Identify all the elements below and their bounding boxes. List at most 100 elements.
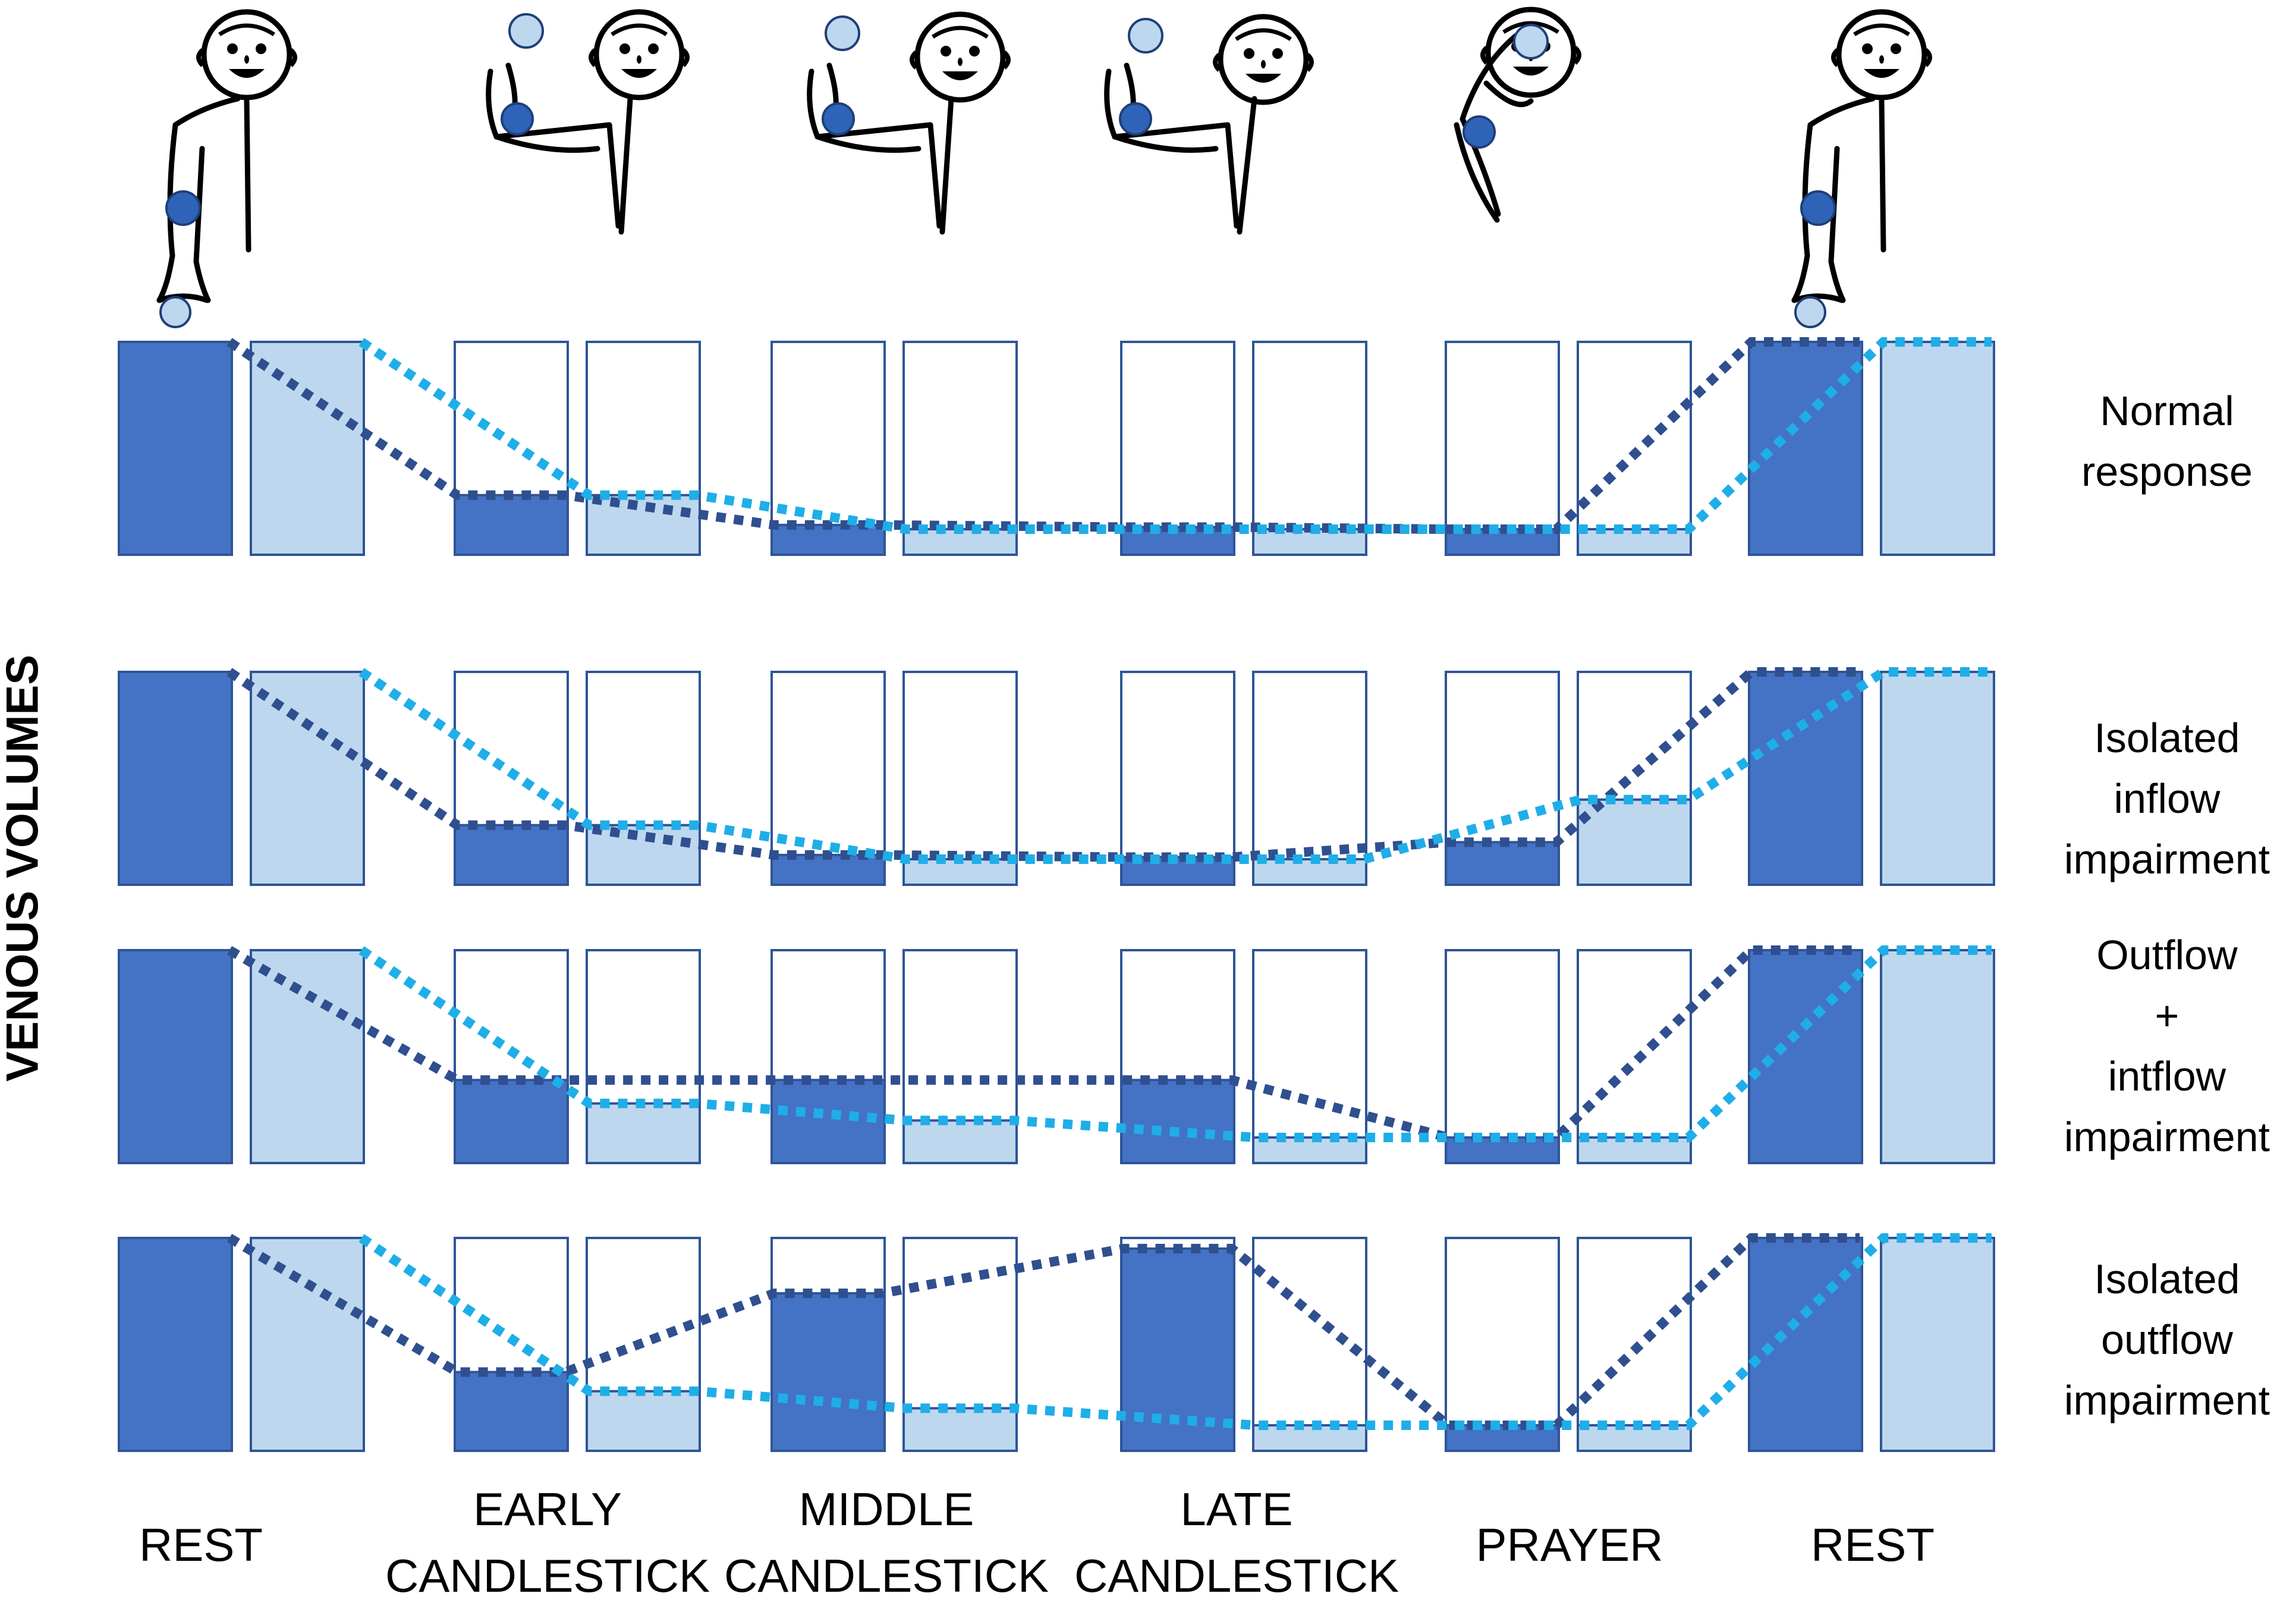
outflow-box [1120,671,1235,886]
stage-label-6: REST [1688,1511,2057,1578]
light-volume-fill [586,824,701,887]
stage-column [1120,671,1367,887]
hair-icon [1853,23,1910,36]
outflow-trend-line [227,1233,1860,1431]
row-label-line: inflow [2113,775,2220,822]
body-line [1454,122,1500,223]
arm-inner-line [1828,146,1846,303]
dark-volume-fill [118,949,233,1164]
dark-volume-fill [1120,1079,1235,1164]
stage-column [1748,949,1995,1164]
dark-volume-fill [1445,841,1560,887]
dark-volume-fill [770,523,886,557]
hand-ball-icon [1794,296,1826,328]
inflow-trend-line [358,337,1992,535]
upper-arm-line [814,134,921,153]
dark-volume-fill [1445,1136,1560,1165]
torso-line [1879,98,1886,253]
row-4 [118,1233,1995,1453]
stage-column [454,949,701,1165]
nose-icon [1879,55,1884,64]
elbow-ball-icon [1462,115,1496,149]
stage-column [1120,341,1367,557]
outflow-trend-line [227,337,1860,535]
dark-volume-fill [454,824,569,887]
dark-volume-fill [1748,671,1863,886]
stage-label-1: REST [17,1511,385,1578]
ear-icon [681,48,690,67]
outflow-trend-line [227,945,1860,1143]
arm-outer-line [156,122,178,303]
row-label-line: outflow [2101,1316,2233,1363]
stage-label-line: PRAYER [1476,1519,1663,1571]
hand-line [1791,293,1845,303]
stage-column [118,341,365,556]
ear-icon [289,48,297,67]
row-label-line: response [2081,448,2253,495]
elbow-ball-icon [501,102,534,136]
eye-icon [1862,43,1873,54]
row-label-line: impairment [2064,1377,2270,1423]
inflow-box [1577,341,1692,556]
forearm-ball-icon [1800,190,1836,226]
nose-icon [1261,60,1266,68]
inflow-trend-line [358,667,1992,865]
elbow-ball-icon [822,102,855,136]
nose-icon [637,55,641,64]
stage-column [118,1237,365,1452]
torso-line [244,98,251,253]
stage-column [454,1237,701,1453]
stage-label-line: CANDLESTICK [724,1550,1049,1602]
row-label-line: intflow [2108,1053,2226,1099]
shoulder-line [172,96,241,128]
stage-column [770,671,1018,887]
posture-figures [156,7,1932,328]
outflow-trend-line [227,667,1860,862]
ear-icon [589,48,597,67]
stage-column [770,949,1018,1165]
eye-icon [941,46,951,56]
ear-icon [1306,52,1314,72]
light-volume-fill [1880,671,1995,886]
eye-icon [256,43,266,54]
inflow-trend-line [358,1233,1992,1431]
eye-icon [1272,48,1283,59]
inflow-box [902,671,1018,886]
elbow-ball-icon [1119,102,1152,136]
stage-column [770,1237,1018,1453]
hair-icon [1502,21,1559,34]
stage-column [454,341,701,557]
dark-volume-fill [118,341,233,556]
mouth-icon [621,69,657,78]
torso-line [1237,96,1257,235]
stage-label-line: MIDDLE [798,1483,974,1535]
mouth-icon [1245,74,1281,83]
y-axis-label-text: VENOUS VOLUMES [0,655,48,1082]
hand-ball-icon [1513,24,1549,59]
stage-column [770,341,1018,557]
dark-volume-fill [118,1237,233,1452]
light-volume-fill [250,1237,365,1452]
mouth-icon [1513,67,1549,76]
middle-candlestick-figure-icon [807,11,1011,235]
hand-ball-icon [159,296,191,328]
volume-rows [118,337,1995,1453]
late-candlestick-figure-icon [1104,14,1314,235]
light-volume-fill [1252,1136,1367,1165]
light-volume-fill [250,341,365,556]
stage-label-3: MIDDLE CANDLESTICK [702,1476,1071,1609]
hair-icon [1235,28,1292,41]
mouth-icon [942,71,978,80]
row-2 [118,667,1995,887]
light-volume-fill [902,1119,1018,1165]
row-label-line: impairment [2064,1114,2270,1160]
stage-column [1445,671,1692,887]
light-volume-fill [1880,341,1995,556]
stage-label-line: CANDLESTICK [385,1550,710,1602]
stage-column [118,949,365,1164]
hair-icon [932,26,989,39]
stage-label-line: REST [139,1519,263,1571]
